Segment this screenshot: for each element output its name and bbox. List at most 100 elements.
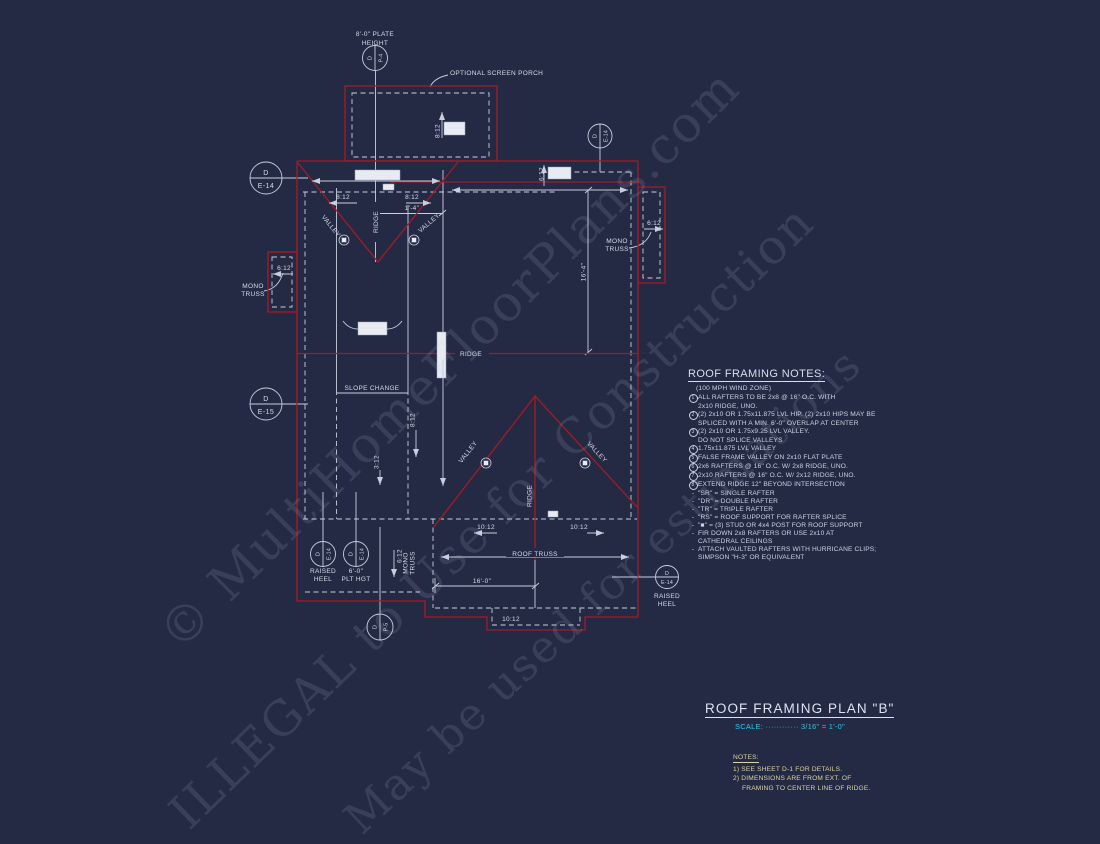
slope-1012-label: 10:12 xyxy=(570,524,588,531)
note-line: (2) 2x10 OR 1.75x9.25 LVL VALLEY. xyxy=(698,428,810,436)
svg-text:E-14: E-14 xyxy=(258,183,274,190)
scale-label: SCALE: xyxy=(735,722,764,731)
drawing-title: ROOF FRAMING PLAN "B" xyxy=(705,701,895,718)
scale-value: 3/16" = 1'-0" xyxy=(800,722,845,731)
sheet-note-line: FRAMING TO CENTER LINE OF RIDGE. xyxy=(742,784,871,792)
section-markers: D P-4 D E-14 D E-14 D E-15 D E xyxy=(249,45,679,641)
note-line: 2x10 RIDGE, UNO. xyxy=(698,403,758,410)
note-line: "RS" = ROOF SUPPORT FOR RAFTER SPLICE xyxy=(698,514,847,522)
plate-height-label: HEIGHT xyxy=(362,40,388,47)
dim-16-4-label: 16'-4" xyxy=(581,262,588,281)
notes-title: ROOF FRAMING NOTES: xyxy=(688,368,826,382)
dim-1-4-label: 1'-4" xyxy=(405,205,420,212)
section-marker-p5: D P-5 xyxy=(366,613,394,641)
mono-truss-label: MONO xyxy=(606,238,627,245)
sheet-note-line: 2) DIMENSIONS ARE FROM EXT. OF xyxy=(733,775,852,783)
slope-812-label: 8:12 xyxy=(410,413,417,427)
beam-tag-boxes xyxy=(354,112,572,518)
note-line: 2x10 RAFTERS @ 16" O.C. W/ 2x12 RIDGE, U… xyxy=(698,472,856,480)
plt-hgt-label: 6'-0" xyxy=(349,568,364,575)
valley-label: VALLEY xyxy=(320,214,342,239)
mono-truss-label: TRUSS xyxy=(410,551,417,575)
plan-labels: 8'-0" PLATE HEIGHT OPTIONAL SCREEN PORCH… xyxy=(241,31,680,623)
slope-812-label: 8:12 xyxy=(336,194,350,201)
svg-text:D: D xyxy=(665,571,669,577)
valley-label: VALLEY xyxy=(458,440,480,465)
roof-framing-plan-drawing: 8'-0" PLATE HEIGHT OPTIONAL SCREEN PORCH… xyxy=(241,31,680,641)
slope-312-label: 3:12 xyxy=(374,455,381,469)
post-markers xyxy=(338,234,591,469)
mono-truss-label: MONO xyxy=(403,552,410,573)
section-marker-e14: D E-14 xyxy=(343,541,369,567)
svg-text:E-15: E-15 xyxy=(258,409,274,416)
note-line: ATTACH VAULTED RAFTERS WITH HURRICANE CL… xyxy=(698,546,877,554)
slope-812-label: 8:12 xyxy=(435,124,442,138)
slope-612-label: 6:12 xyxy=(647,220,661,227)
plate-height-label: 8'-0" PLATE xyxy=(356,31,395,38)
slope-1012-label: 10:12 xyxy=(477,524,495,531)
note-line: "SR" = SINGLE RAFTER xyxy=(698,490,775,498)
slope-1012-label: 10:12 xyxy=(502,616,520,623)
svg-text:D: D xyxy=(263,396,268,403)
scale-leader: ············ xyxy=(765,722,799,731)
roof-truss-label: ROOF TRUSS xyxy=(512,551,558,558)
svg-text:D: D xyxy=(593,134,599,138)
ridge-label: RIDGE xyxy=(460,351,482,358)
note-line: "■" = (3) STUD OR 4x4 POST FOR ROOF SUPP… xyxy=(698,522,863,530)
sheet-note-line: 1) SEE SHEET D-1 FOR DETAILS. xyxy=(733,766,843,774)
svg-text:E-14: E-14 xyxy=(604,130,610,142)
svg-text:P-4: P-4 xyxy=(379,54,385,63)
note-line: (2) 2x10 OR 1.75x11.875 LVL HIP. (2) 2x1… xyxy=(698,411,876,419)
note-line: SIMPSON "H-3" OR EQUIVALENT xyxy=(698,554,805,562)
mono-truss-label: TRUSS xyxy=(241,291,265,298)
svg-text:E-14: E-14 xyxy=(661,580,673,586)
note-line: SPLICED WITH A MIN. 6'-0" OVERLAP AT CEN… xyxy=(698,420,859,428)
svg-text:D: D xyxy=(368,56,374,60)
svg-text:P-5: P-5 xyxy=(384,623,390,632)
ridge-label: RIDGE xyxy=(373,211,380,233)
structure-lines xyxy=(263,70,655,613)
raised-heel-label: RAISED xyxy=(654,593,680,600)
raised-heel-label: RAISED xyxy=(310,568,336,575)
section-marker-e14: D E-14 xyxy=(249,161,283,195)
slope-612-label: 6:12 xyxy=(277,265,291,272)
sheet-notes: NOTES: 1) SEE SHEET D-1 FOR DETAILS. 2) … xyxy=(733,753,871,793)
section-marker-e14: D E-14 xyxy=(587,123,613,149)
note-line: 1.75x11.875 LVL VALLEY xyxy=(698,445,777,453)
svg-text:E-14: E-14 xyxy=(327,548,333,560)
wind-zone-note: (100 MPH WIND ZONE) xyxy=(696,385,772,392)
raised-heel-label: HEEL xyxy=(314,576,332,583)
note-line: FALSE FRAME VALLEY ON 2x10 FLAT PLATE xyxy=(698,454,843,462)
valley-label: VALLEY xyxy=(417,212,441,235)
slope-arrows xyxy=(273,165,663,577)
scale-note: SCALE: ············ 3/16" = 1'-0" xyxy=(735,722,894,731)
optional-screen-porch-label: OPTIONAL SCREEN PORCH xyxy=(450,70,543,77)
slope-812-label: 8:12 xyxy=(405,194,419,201)
note-line: FIR DOWN 2x8 RAFTERS OR USE 2x10 AT xyxy=(698,530,835,538)
drawing-title-block: ROOF FRAMING PLAN "B" SCALE: ···········… xyxy=(705,700,895,731)
section-marker-p4: D P-4 xyxy=(362,45,388,71)
dim-16-0-label: 16'-0" xyxy=(473,578,492,585)
svg-text:D: D xyxy=(316,552,322,556)
note-line: 2x6 RAFTERS @ 16" O.C. W/ 2x8 RIDGE, UNO… xyxy=(698,463,849,471)
note-line: "DR" = DOUBLE RAFTER xyxy=(698,498,779,506)
slope-change-label: SLOPE CHANGE xyxy=(345,385,400,392)
note-line: ALL RAFTERS TO BE 2x8 @ 16" O.C. WITH xyxy=(698,394,836,401)
note-line: EXTEND RIDGE 12" BEYOND INTERSECTION xyxy=(698,481,845,489)
svg-text:D: D xyxy=(373,625,379,629)
dashed-lines xyxy=(271,92,661,626)
svg-text:D: D xyxy=(263,170,268,177)
mono-truss-label: MONO xyxy=(242,283,263,290)
section-marker-e15: D E-15 xyxy=(249,387,283,421)
plt-hgt-label: PLT HGT xyxy=(342,576,371,583)
ridge-label: RIDGE xyxy=(527,485,534,507)
note-line: CATHEDRAL CEILINGS xyxy=(698,538,773,546)
section-marker-e14: D E-14 xyxy=(655,565,679,589)
svg-text:E-14: E-14 xyxy=(360,548,366,560)
note-line: "TR" = TRIPLE RAFTER xyxy=(698,506,774,514)
slope-612-label: 6:12 xyxy=(397,549,404,563)
section-marker-e14: D E-14 xyxy=(310,541,336,567)
svg-text:D: D xyxy=(349,552,355,556)
slope-612-label: 6:12 xyxy=(539,167,546,181)
note-line: DO NOT SPLICE VALLEYS xyxy=(698,437,783,445)
